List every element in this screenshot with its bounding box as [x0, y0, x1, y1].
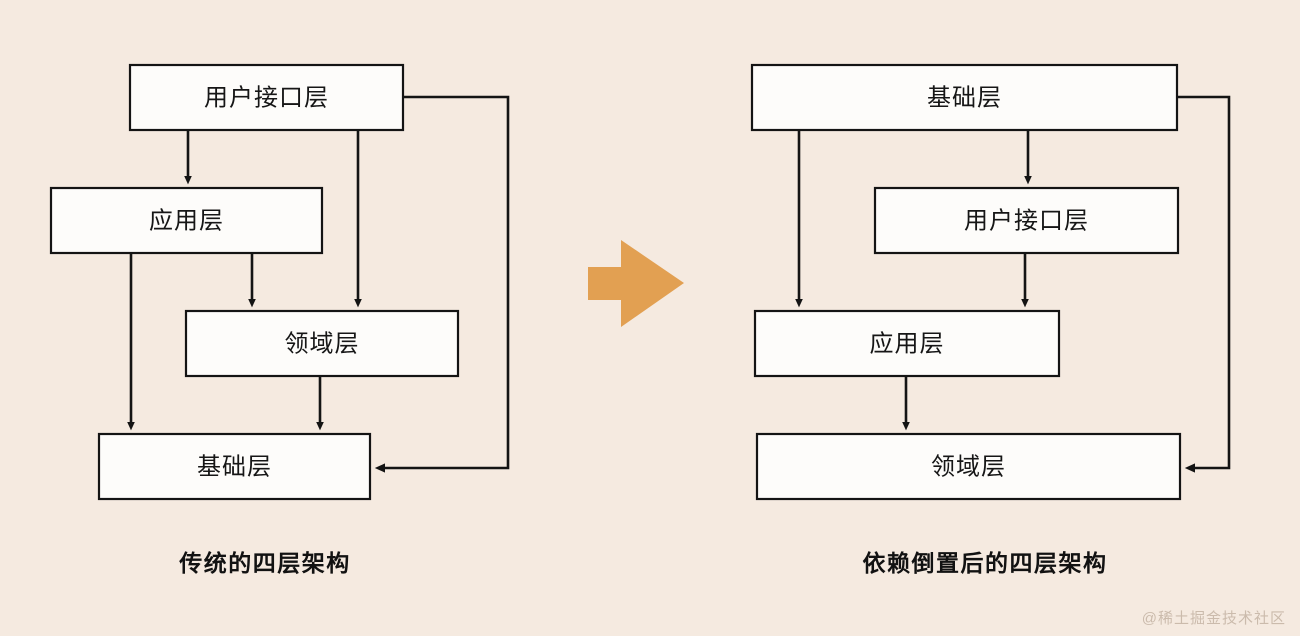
right-node-domain[interactable]: 领域层 — [755, 432, 1182, 501]
left-diagram-group: 用户接口层 应用层 领域层 基础层 传统的四层架构 — [49, 63, 510, 576]
left-node-infra[interactable]: 基础层 — [97, 432, 372, 501]
right-arrow-icon — [588, 240, 684, 327]
left-node-domain[interactable]: 领域层 — [184, 309, 460, 378]
watermark-text: @稀土掘金技术社区 — [1141, 610, 1286, 627]
edge-ui-to-infra-loop — [374, 95, 510, 473]
right-node-ui-label: 用户接口层 — [964, 207, 1089, 234]
left-diagram-caption: 传统的四层架构 — [178, 550, 351, 576]
right-node-domain-box[interactable] — [755, 432, 1182, 501]
left-edges — [127, 95, 510, 473]
right-node-app-box[interactable] — [753, 309, 1061, 378]
left-node-ui[interactable]: 用户接口层 — [128, 63, 405, 132]
right-diagram-caption: 依赖倒置后的四层架构 — [863, 550, 1108, 576]
left-node-app-box[interactable] — [49, 186, 324, 255]
left-node-infra-label: 基础层 — [197, 453, 272, 480]
edge-infra-to-domain-loop — [1177, 95, 1231, 473]
transformation-arrow — [588, 240, 684, 327]
left-node-ui-label: 用户接口层 — [204, 84, 329, 111]
right-node-infra[interactable]: 基础层 — [750, 63, 1179, 132]
left-node-domain-label: 领域层 — [285, 330, 360, 357]
left-node-app[interactable]: 应用层 — [49, 186, 324, 255]
right-node-ui[interactable]: 用户接口层 — [873, 186, 1180, 255]
left-node-app-label: 应用层 — [149, 207, 224, 234]
right-diagram-group: 基础层 用户接口层 应用层 领域层 依赖倒置后的四层架构 — [750, 63, 1231, 576]
right-node-domain-label: 领域层 — [931, 453, 1006, 480]
left-node-ui-box[interactable] — [128, 63, 405, 132]
right-node-app[interactable]: 应用层 — [753, 309, 1061, 378]
right-node-infra-label: 基础层 — [927, 84, 1002, 111]
right-node-infra-box[interactable] — [750, 63, 1179, 132]
right-edges — [795, 95, 1231, 473]
right-node-app-label: 应用层 — [870, 330, 945, 357]
right-node-ui-box[interactable] — [873, 186, 1180, 255]
left-node-infra-box[interactable] — [97, 432, 372, 501]
left-node-domain-box[interactable] — [184, 309, 460, 378]
